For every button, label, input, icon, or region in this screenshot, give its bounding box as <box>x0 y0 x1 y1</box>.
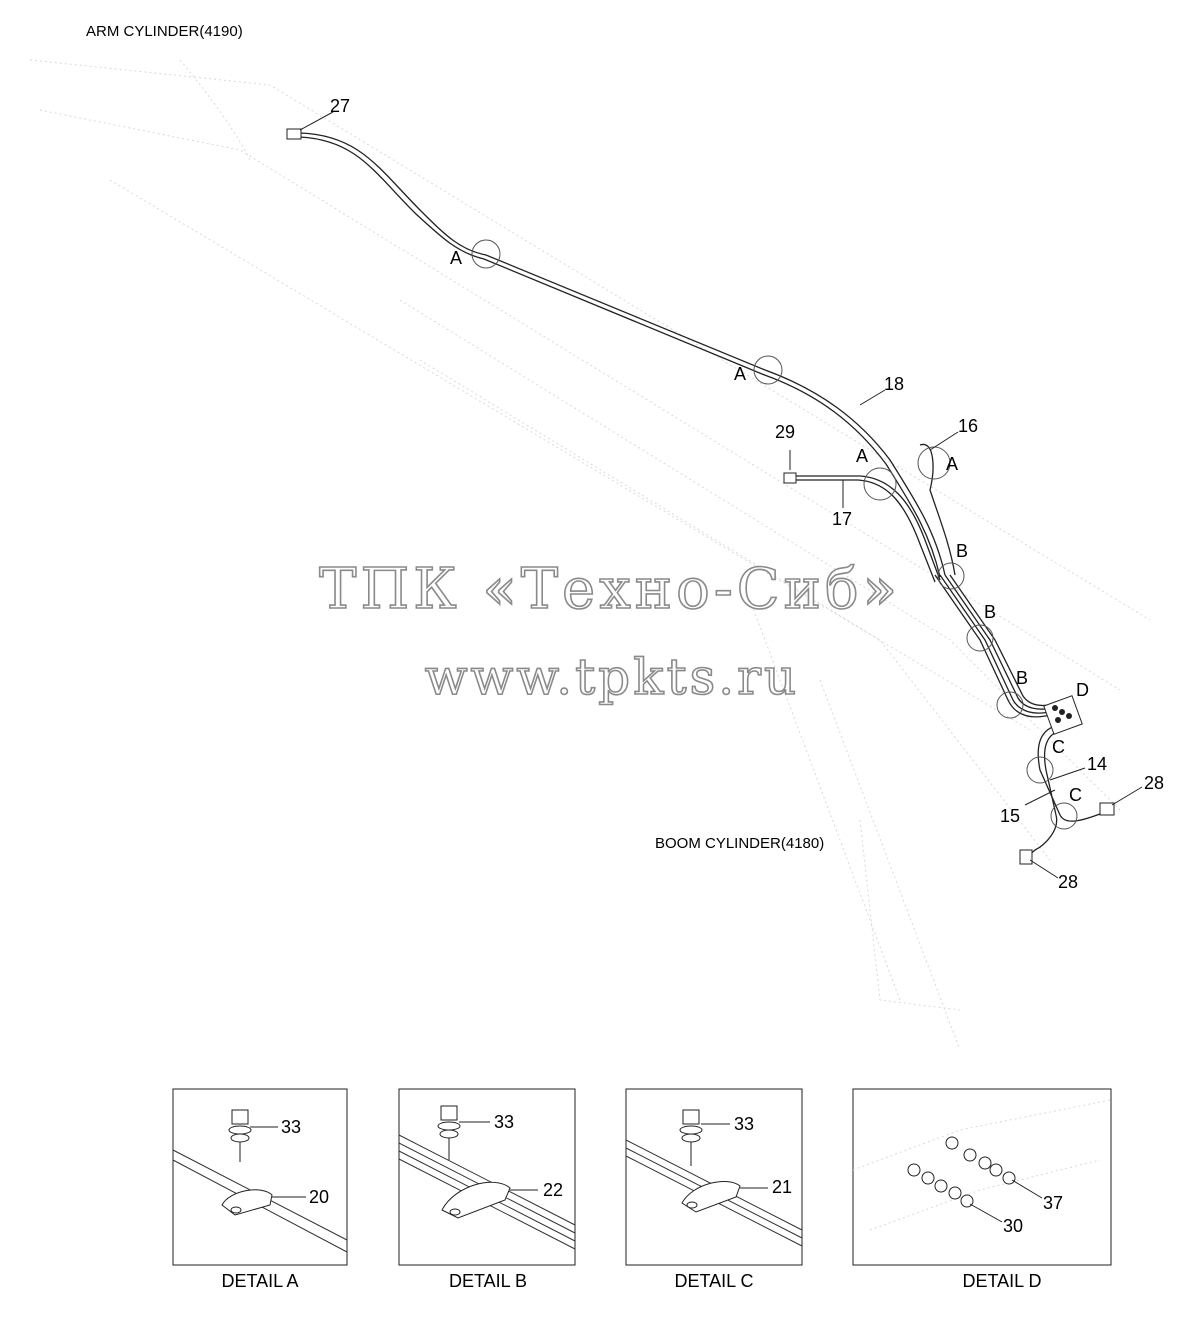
callout-15: 15 <box>1000 806 1020 826</box>
detail-ref-c: C <box>1052 737 1065 757</box>
detail-a-caption: DETAIL A <box>221 1271 298 1291</box>
fittings <box>286 128 1115 865</box>
callout-22: 22 <box>543 1180 563 1200</box>
callout-27: 27 <box>330 96 350 116</box>
fitting-icons <box>907 1136 1016 1208</box>
bolt-icon <box>679 1109 703 1166</box>
clamp-rings <box>471 239 1078 830</box>
bolt-icon <box>437 1105 461 1160</box>
detail-d: 37 30 DETAIL D <box>852 1088 1112 1291</box>
bolt-icon <box>228 1109 252 1162</box>
detail-ref-a: A <box>856 446 868 466</box>
callout-17: 17 <box>832 509 852 529</box>
background-arm-outline <box>29 59 1151 1051</box>
callout-33: 33 <box>494 1112 514 1132</box>
callout-28-lower: 28 <box>1058 872 1078 892</box>
detail-ref-a: A <box>450 248 462 268</box>
callout-37: 37 <box>1043 1193 1063 1213</box>
callout-16: 16 <box>958 416 978 436</box>
callout-14: 14 <box>1087 754 1107 774</box>
watermark-url: www.tpkts.ru <box>425 648 800 706</box>
arm-pipe-18 <box>299 132 1106 857</box>
clamp-icon <box>221 1189 273 1216</box>
callout-28-upper: 28 <box>1144 773 1164 793</box>
callout-30: 30 <box>1003 1216 1023 1236</box>
callout-18: 18 <box>884 374 904 394</box>
detail-ref-b: B <box>956 541 968 561</box>
callout-33: 33 <box>281 1117 301 1137</box>
detail-a: 33 20 DETAIL A <box>172 1088 348 1291</box>
detail-ref-a: A <box>734 364 746 384</box>
detail-b-caption: DETAIL B <box>449 1271 527 1291</box>
arm-cylinder-label: ARM CYLINDER(4190) <box>86 23 243 40</box>
callout-29: 29 <box>775 422 795 442</box>
detail-c: 33 21 DETAIL C <box>625 1088 803 1291</box>
manifold-d <box>1043 695 1083 735</box>
detail-d-caption: DETAIL D <box>962 1271 1041 1291</box>
clamp-icon <box>441 1181 511 1219</box>
detail-ref-d: D <box>1076 680 1089 700</box>
detail-ref-a: A <box>946 454 958 474</box>
detail-ref-c: C <box>1069 785 1082 805</box>
watermark-company: ТПК «Техно-Сиб» <box>319 557 901 622</box>
leader-lines <box>299 111 1143 879</box>
detail-ref-b: B <box>984 602 996 622</box>
callout-20: 20 <box>309 1187 329 1207</box>
callout-33: 33 <box>734 1114 754 1134</box>
detail-ref-b: B <box>1016 668 1028 688</box>
detail-b: 33 22 DETAIL B <box>398 1088 576 1291</box>
boom-cylinder-label: BOOM CYLINDER(4180) <box>655 835 824 852</box>
detail-c-caption: DETAIL C <box>674 1271 753 1291</box>
callout-21: 21 <box>772 1177 792 1197</box>
